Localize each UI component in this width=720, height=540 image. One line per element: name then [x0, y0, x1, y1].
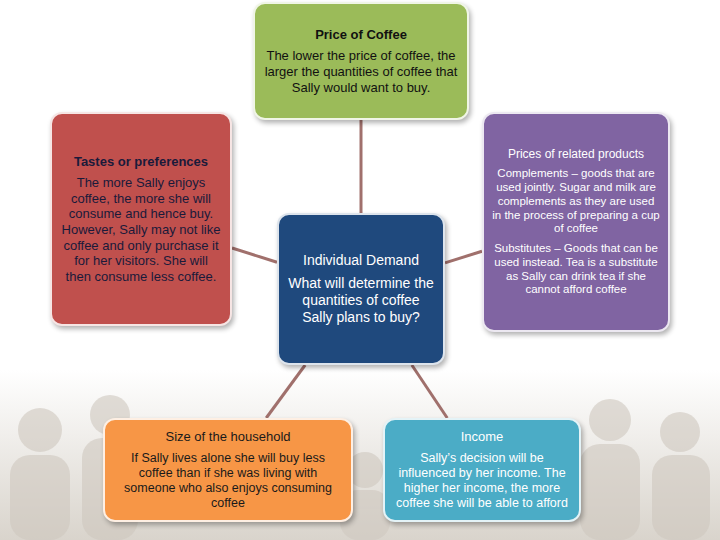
income-box: IncomeSally’s decision will be influence…: [383, 418, 581, 522]
node-body: Substitutes – Goods that can be used ins…: [492, 242, 660, 297]
connector-line: [445, 251, 482, 263]
node-heading: Price of Coffee: [263, 27, 459, 43]
node-body: Complements – goods that are used jointl…: [492, 167, 660, 236]
node-body: What will determine the quantities of co…: [287, 275, 435, 325]
node-heading: Size of the household: [113, 429, 343, 445]
node-heading: Prices of related products: [492, 147, 660, 161]
node-heading: Income: [393, 429, 571, 445]
tastes-box: Tastes or preferencesThe more Sally enjo…: [50, 112, 232, 326]
connector-line: [412, 365, 447, 418]
price-box: Price of CoffeeThe lower the price of co…: [253, 2, 469, 120]
center-box: Individual DemandWhat will determine the…: [277, 213, 445, 365]
node-body: Sally’s decision will be influenced by h…: [393, 451, 571, 511]
node-body: If Sally lives alone she will buy less c…: [113, 451, 343, 511]
node-heading: Tastes or preferences: [60, 154, 222, 170]
crowd-figures: [10, 395, 710, 540]
crowd-ground: [0, 370, 720, 540]
node-heading: Individual Demand: [287, 252, 435, 269]
connector-line: [232, 248, 277, 262]
node-body: The lower the price of coffee, the large…: [263, 48, 459, 95]
connector-line: [360, 120, 363, 213]
related-prices-box: Prices of related productsComplements – …: [482, 112, 670, 332]
household-box: Size of the household If Sally lives alon…: [103, 418, 353, 522]
node-body: The more Sally enjoys coffee, the more s…: [60, 175, 222, 284]
connector-line: [266, 365, 305, 418]
